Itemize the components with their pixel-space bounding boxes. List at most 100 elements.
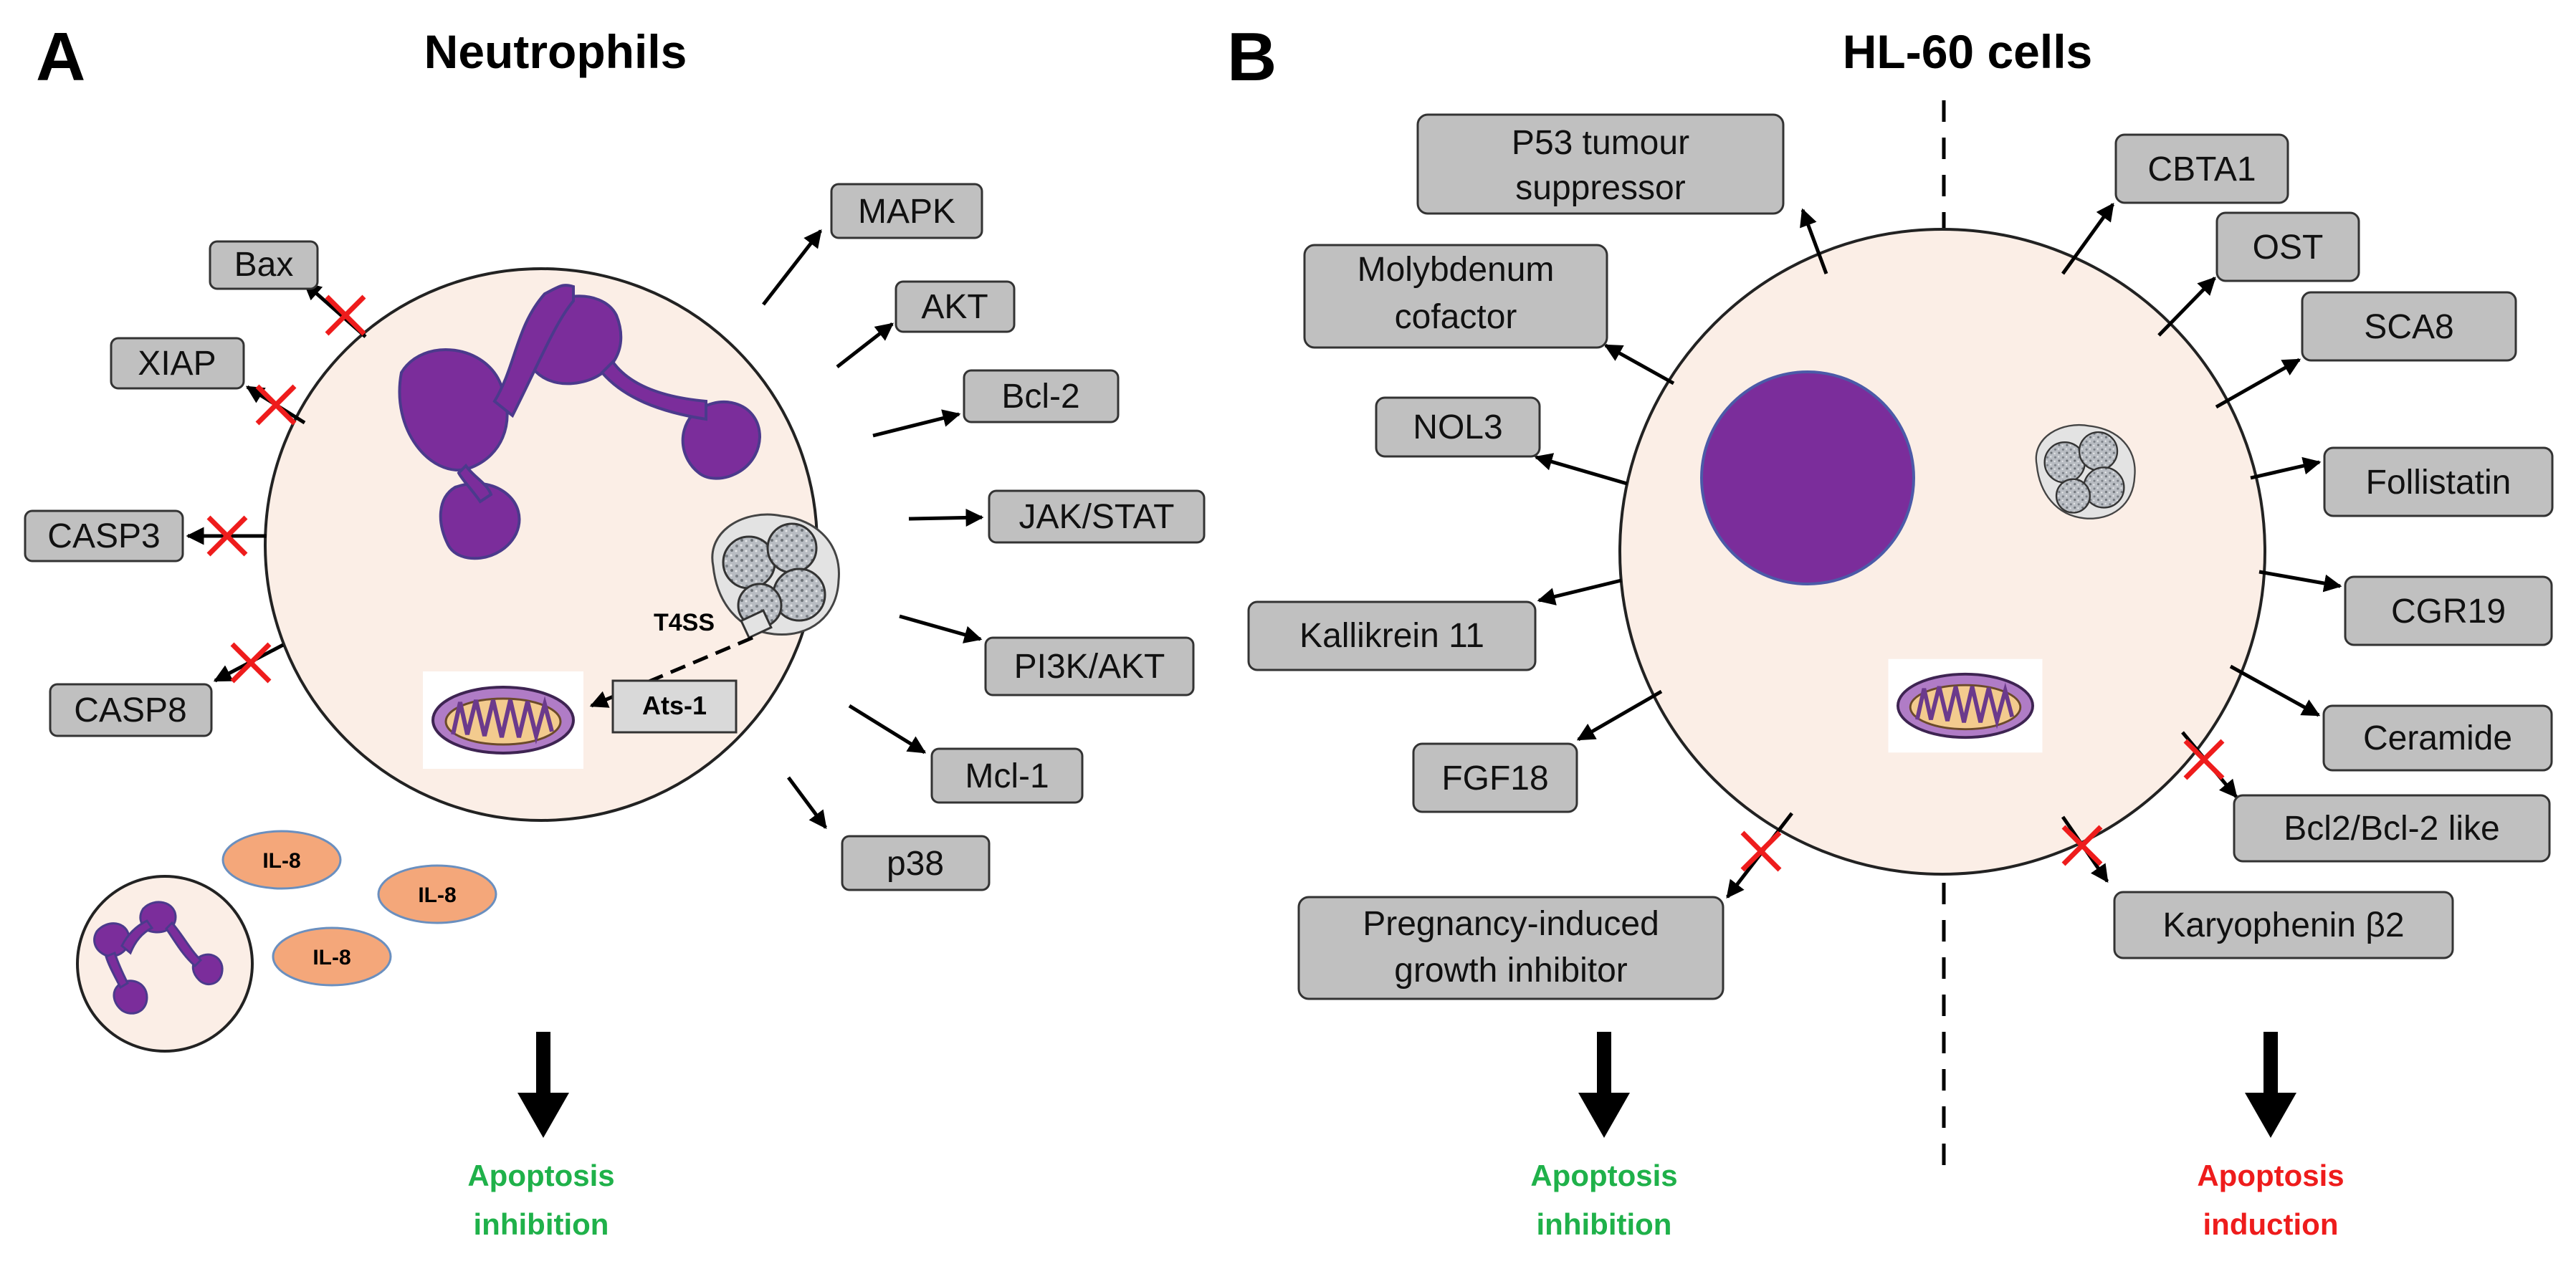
label-moly-line2: cofactor bbox=[1395, 298, 1517, 336]
t4ss-label: T4SS bbox=[654, 609, 715, 636]
arrow-kallikrein bbox=[1537, 578, 1622, 605]
label-follistatin: Follistatin bbox=[2366, 464, 2511, 502]
arrow-mapk bbox=[762, 229, 822, 306]
box-bax: Bax bbox=[209, 240, 319, 290]
inhibit-cross-bcl2like bbox=[2185, 741, 2223, 778]
panel-a-letter: A bbox=[36, 19, 85, 95]
label-pregnancy-line2: growth inhibitor bbox=[1394, 952, 1628, 990]
ats1-box: Ats-1 bbox=[611, 679, 738, 734]
box-cgr19: CGR19 bbox=[2344, 575, 2553, 646]
box-p53: P53 tumour suppressor bbox=[1416, 113, 1785, 215]
label-jakstat: JAK/STAT bbox=[1019, 498, 1175, 536]
box-nol3: NOL3 bbox=[1375, 396, 1541, 458]
mitochondrion-icon bbox=[423, 671, 583, 769]
label-p53-line1: P53 tumour bbox=[1512, 124, 1689, 162]
arrow-cgr19 bbox=[2258, 570, 2342, 593]
inhibit-cross-xiap bbox=[257, 386, 295, 423]
arrow-pi3kakt bbox=[899, 614, 983, 643]
label-moly-line1: Molybdenum bbox=[1358, 251, 1555, 289]
ats1-secretion-arrow bbox=[589, 636, 753, 708]
label-cgr19: CGR19 bbox=[2391, 593, 2506, 631]
box-bcl2like: Bcl2/Bcl-2 like bbox=[2233, 794, 2551, 863]
box-pregnancy: Pregnancy-induced growth inhibitor bbox=[1297, 896, 1725, 1000]
label-pregnancy-line1: Pregnancy-induced bbox=[1363, 905, 1659, 943]
ats1-label: Ats-1 bbox=[642, 691, 707, 720]
outcome-a-line2: inhibition bbox=[474, 1207, 609, 1241]
t4ss-pore bbox=[740, 609, 773, 639]
neutrophil-nucleus bbox=[398, 284, 762, 560]
arrow-p53 bbox=[1800, 208, 1828, 274]
box-ost: OST bbox=[2215, 211, 2360, 282]
box-p38: p38 bbox=[841, 835, 991, 891]
label-bax: Bax bbox=[234, 246, 294, 284]
il8-droplet-2: IL-8 bbox=[377, 864, 497, 924]
arrow-sca8 bbox=[2215, 358, 2301, 409]
label-p53-line2: suppressor bbox=[1515, 169, 1685, 207]
hl60-nucleus bbox=[1700, 370, 1915, 585]
outcome-b-left-line1: Apoptosis bbox=[1530, 1159, 1677, 1192]
inhibit-cross-bax bbox=[327, 297, 364, 334]
arrow-jakstat bbox=[908, 508, 984, 527]
box-follistatin: Follistatin bbox=[2323, 446, 2554, 517]
box-mapk: MAPK bbox=[830, 183, 983, 239]
label-p38: p38 bbox=[887, 845, 944, 883]
box-moly: Molybdenum cofactor bbox=[1303, 244, 1608, 349]
label-nol3: NOL3 bbox=[1413, 408, 1502, 446]
box-akt: AKT bbox=[895, 280, 1016, 333]
inhibit-cross-pregnancy bbox=[1742, 833, 1780, 870]
box-casp8: CASP8 bbox=[49, 683, 213, 737]
label-xiap: XIAP bbox=[138, 345, 216, 383]
box-jakstat: JAK/STAT bbox=[988, 489, 1206, 544]
label-mapk: MAPK bbox=[858, 193, 955, 231]
arrow-akt bbox=[836, 322, 894, 368]
box-kallikrein: Kallikrein 11 bbox=[1247, 600, 1537, 671]
arrow-ost bbox=[2157, 277, 2216, 337]
outcome-arrow-b-right bbox=[2245, 1032, 2296, 1138]
box-karyophenin: Karyophenin β2 bbox=[2113, 891, 2454, 959]
label-fgf18: FGF18 bbox=[1441, 760, 1548, 798]
label-kallikrein: Kallikrein 11 bbox=[1299, 617, 1484, 655]
box-cbta1: CBTA1 bbox=[2114, 133, 2289, 204]
small-neutrophil-nucleus bbox=[93, 901, 224, 1015]
outcome-b-right-line2: induction bbox=[2203, 1207, 2339, 1241]
outcome-arrow-a bbox=[517, 1032, 569, 1138]
label-sca8: SCA8 bbox=[2364, 308, 2453, 346]
box-fgf18: FGF18 bbox=[1412, 742, 1578, 813]
mitochondrion-icon-b bbox=[1888, 658, 2043, 753]
box-bcl2: Bcl-2 bbox=[963, 369, 1120, 423]
arrow-mcl1 bbox=[848, 704, 927, 755]
panel-b-title: HL-60 cells bbox=[1843, 25, 2093, 78]
box-pi3kakt: PI3K/AKT bbox=[984, 636, 1195, 696]
outcome-arrow-b-left bbox=[1578, 1032, 1630, 1138]
inhibit-cross-casp8 bbox=[232, 644, 269, 681]
arrow-nol3 bbox=[1534, 453, 1628, 486]
panel-a-title: Neutrophils bbox=[424, 25, 687, 78]
label-casp3: CASP3 bbox=[47, 517, 160, 555]
box-mcl1: Mcl-1 bbox=[930, 747, 1084, 804]
label-karyophenin: Karyophenin β2 bbox=[2162, 906, 2404, 944]
box-xiap: XIAP bbox=[110, 337, 245, 390]
il8-label-3: IL-8 bbox=[313, 946, 350, 969]
il8-droplet-1: IL-8 bbox=[221, 830, 342, 890]
label-pi3kakt: PI3K/AKT bbox=[1014, 648, 1165, 686]
outcome-b-left-line2: inhibition bbox=[1537, 1207, 1672, 1241]
label-cbta1: CBTA1 bbox=[2147, 150, 2256, 188]
arrow-follistatin bbox=[2250, 456, 2322, 480]
label-ceramide: Ceramide bbox=[2363, 719, 2512, 757]
panel-b-letter: B bbox=[1227, 19, 1277, 95]
box-casp3: CASP3 bbox=[24, 509, 184, 562]
label-ost: OST bbox=[2253, 229, 2324, 267]
arrow-moly bbox=[1603, 343, 1675, 385]
outcome-a-line1: Apoptosis bbox=[467, 1159, 614, 1192]
il8-droplet-3: IL-8 bbox=[272, 926, 392, 987]
label-akt: AKT bbox=[921, 288, 988, 326]
label-bcl2: Bcl-2 bbox=[1001, 378, 1079, 416]
label-casp8: CASP8 bbox=[74, 691, 186, 729]
arrow-p38 bbox=[786, 776, 828, 830]
il8-label-1: IL-8 bbox=[262, 849, 300, 873]
outcome-b-right-line1: Apoptosis bbox=[2197, 1159, 2344, 1192]
label-mcl1: Mcl-1 bbox=[965, 757, 1049, 795]
arrow-bcl2 bbox=[872, 409, 961, 438]
